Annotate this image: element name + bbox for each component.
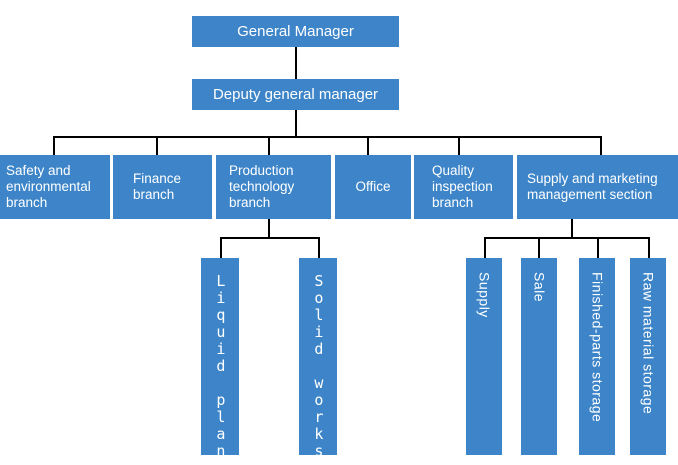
node-label-solid-workshop: Solid workshop (309, 272, 328, 465)
node-label-production-technology-branch: Production technology branch (229, 163, 295, 210)
connector-drop-office (367, 136, 369, 155)
node-liquid-plant[interactable]: Liquid plant (201, 258, 239, 465)
connector-drop-supply-marketing (600, 136, 602, 155)
connector-drop-liquid-plant (220, 237, 222, 258)
connector-drop-production (268, 136, 270, 155)
node-label-general-manager: General Manager (237, 22, 354, 40)
connector-drop-finance (156, 136, 158, 155)
connector-production-stem (268, 219, 270, 238)
node-finance-branch[interactable]: Finance branch (113, 155, 212, 219)
connector-drop-quality (458, 136, 460, 155)
connector-production-bus (220, 237, 319, 239)
node-deputy-general-manager[interactable]: Deputy general manager (192, 79, 399, 110)
connector-deputy-stem (295, 110, 297, 137)
node-label-finance-branch: Finance branch (133, 171, 182, 202)
node-general-manager[interactable]: General Manager (192, 16, 399, 47)
node-solid-workshop[interactable]: Solid workshop (299, 258, 337, 465)
node-raw-material-storage[interactable]: Raw material storage (630, 258, 666, 455)
connector-drop-supply (484, 237, 486, 258)
node-office[interactable]: Office (335, 155, 411, 219)
connector-drop-finished-parts-storage (597, 237, 599, 258)
node-supply-marketing-section[interactable]: Supply and marketing management section (517, 155, 678, 219)
node-label-office: Office (355, 179, 391, 195)
node-label-finished-parts-storage: Finished-parts storage (589, 272, 606, 423)
node-quality-inspection-branch[interactable]: Quality inspection branch (414, 155, 513, 219)
node-label-quality-inspection-branch: Quality inspection branch (432, 163, 493, 210)
connector-drop-sale (538, 237, 540, 258)
connector-supply-marketing-stem (571, 219, 573, 238)
node-supply[interactable]: Supply (466, 258, 502, 455)
node-label-deputy-general-manager: Deputy general manager (212, 85, 379, 103)
node-sale[interactable]: Sale (521, 258, 557, 455)
connector-supply-marketing-bus (484, 237, 648, 239)
connector-drop-solid-workshop (318, 237, 320, 258)
connector-drop-safety (53, 136, 55, 155)
node-label-raw-material-storage: Raw material storage (640, 272, 657, 415)
node-label-safety-environmental-branch: Safety and environmental branch (6, 163, 91, 210)
node-label-sale: Sale (531, 272, 548, 303)
node-label-supply: Supply (476, 272, 493, 318)
connector-level3-bus (53, 136, 600, 138)
connector-gm-to-deputy (295, 47, 297, 79)
node-label-supply-marketing-section: Supply and marketing management section (527, 171, 658, 202)
node-label-liquid-plant: Liquid plant (211, 272, 230, 465)
node-safety-environmental-branch[interactable]: Safety and environmental branch (0, 155, 110, 219)
node-production-technology-branch[interactable]: Production technology branch (216, 155, 331, 219)
connector-drop-raw-material-storage (648, 237, 650, 258)
node-finished-parts-storage[interactable]: Finished-parts storage (579, 258, 615, 455)
